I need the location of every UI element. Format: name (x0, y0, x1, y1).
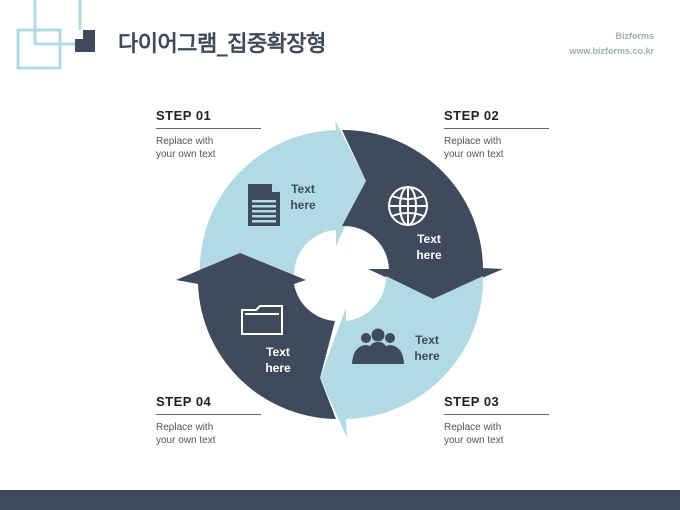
cycle-diagram (176, 120, 503, 438)
footer-bar (0, 490, 680, 510)
step-01: STEP 01 Replace with your own text (156, 108, 261, 161)
step-title: STEP 01 (156, 108, 261, 129)
document-icon (248, 184, 280, 226)
folder-icon (241, 305, 283, 335)
brand-name: Bizforms (615, 31, 654, 41)
step-02: STEP 02 Replace with your own text (444, 108, 549, 161)
step-03: STEP 03 Replace with your own text (444, 394, 549, 447)
segment-2-label: Text here (416, 232, 442, 262)
page-title: 다이어그램_집중확장형 (118, 32, 326, 57)
step-title: STEP 04 (156, 394, 261, 415)
logo-mark (16, 0, 95, 70)
segment-1-label: Text here (290, 182, 316, 212)
step-description: Replace with your own text (444, 422, 504, 446)
brand-block: Bizforms www.bizforms.co.kr (569, 29, 654, 59)
segment-1-shape (199, 120, 366, 276)
step-04: STEP 04 Replace with your own text (156, 394, 261, 447)
segment-3-label: Text here (414, 333, 440, 363)
people-icon (352, 328, 404, 364)
step-description: Replace with your own text (444, 136, 504, 160)
step-description: Replace with your own text (156, 422, 216, 446)
step-title: STEP 03 (444, 394, 549, 415)
segment-4-shape (176, 253, 336, 419)
brand-url: www.bizforms.co.kr (569, 46, 654, 56)
step-description: Replace with your own text (156, 136, 216, 160)
segment-4-label: Text here (265, 345, 291, 375)
globe-icon (388, 186, 428, 226)
step-title: STEP 02 (444, 108, 549, 129)
